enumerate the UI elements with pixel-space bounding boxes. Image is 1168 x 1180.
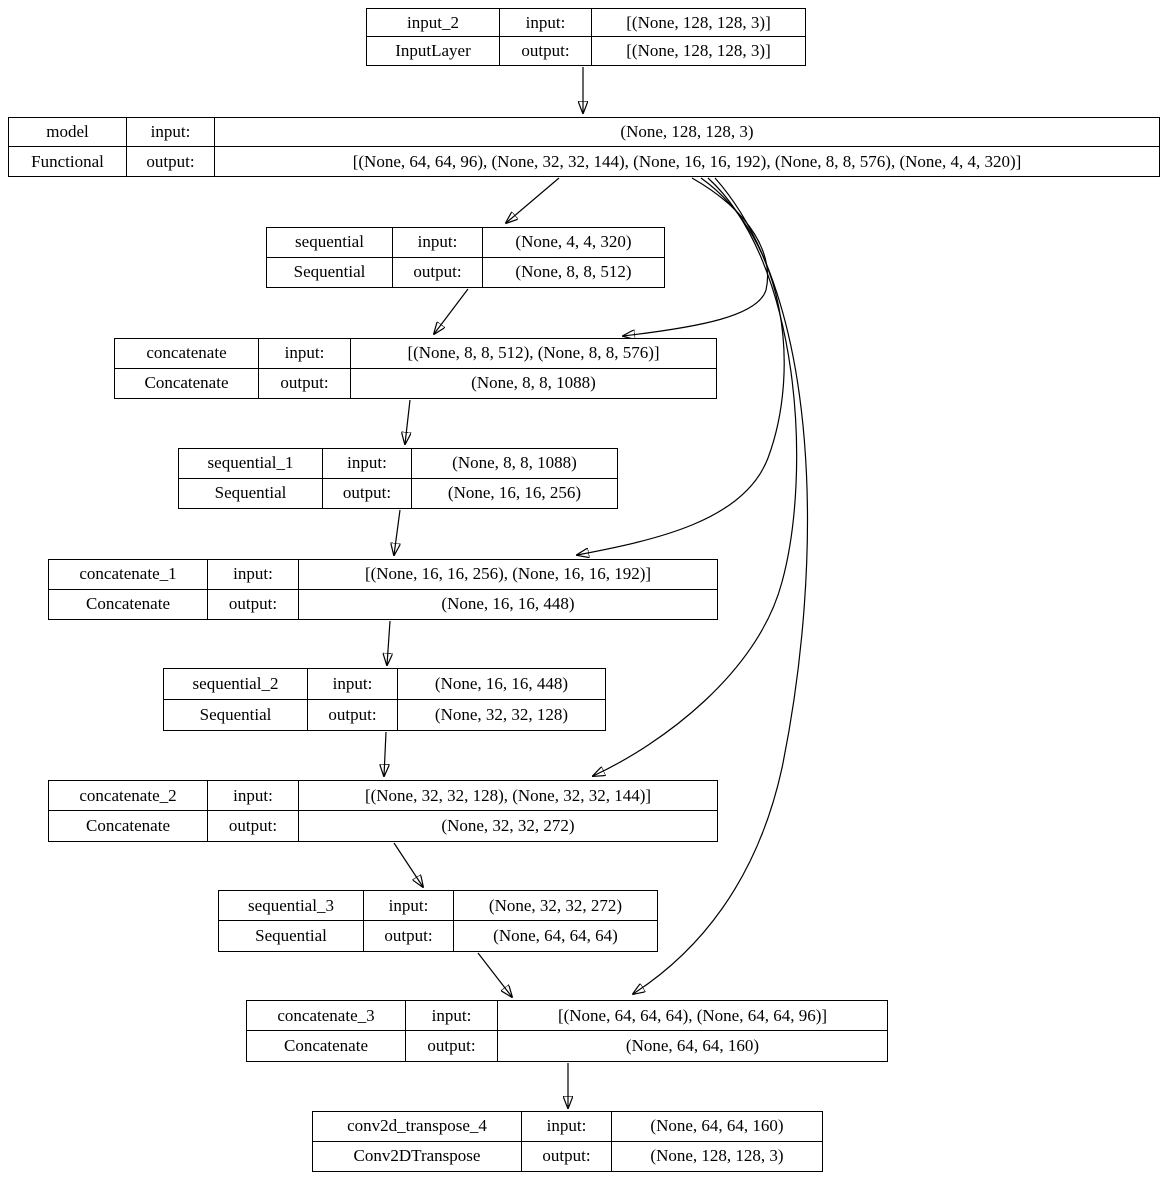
node-sequential: sequential input: (None, 4, 4, 320) Sequ… [266, 227, 665, 288]
node-input_2: input_2 input: [(None, 128, 128, 3)] Inp… [366, 8, 806, 66]
layer-name: concatenate_2 [49, 781, 208, 811]
input-shape: [(None, 64, 64, 64), (None, 64, 64, 96)] [498, 1001, 887, 1031]
input-shape: (None, 32, 32, 272) [454, 891, 657, 921]
output-shape: (None, 32, 32, 128) [434, 704, 569, 724]
layer-class: Sequential [164, 699, 308, 730]
node-conv2d_transpose_4: conv2d_transpose_4 input: (None, 64, 64,… [312, 1111, 823, 1172]
output-label: output: [406, 1031, 498, 1061]
output-shape: (None, 8, 8, 1088) [471, 373, 596, 393]
output-shape: [(None, 128, 128, 3)] [626, 41, 771, 60]
input-shape: [(None, 8, 8, 512), (None, 8, 8, 576)] [351, 339, 716, 369]
input-label: input: [500, 9, 592, 37]
output-label: output: [127, 147, 215, 176]
layer-name: sequential_1 [179, 449, 323, 479]
output-label: output: [308, 699, 398, 730]
output-shape: (None, 16, 16, 256) [447, 483, 582, 503]
input-label: input: [259, 339, 351, 369]
output-label: output: [323, 478, 412, 508]
node-model: model input: (None, 128, 128, 3) Functio… [8, 117, 1160, 177]
output-shape: (None, 64, 64, 160) [625, 1036, 760, 1055]
layer-name: conv2d_transpose_4 [313, 1112, 522, 1142]
output-label: output: [522, 1141, 612, 1171]
layer-class: Concatenate [49, 811, 208, 841]
input-shape: (None, 16, 16, 448) [398, 669, 605, 700]
input-label: input: [208, 781, 299, 811]
node-concatenate_3: concatenate_3 input: [(None, 64, 64, 64)… [246, 1000, 888, 1062]
input-shape: (None, 8, 8, 1088) [412, 449, 617, 479]
input-shape: (None, 4, 4, 320) [483, 228, 664, 258]
layer-class: Sequential [219, 921, 364, 951]
input-shape: [(None, 128, 128, 3)] [592, 9, 805, 37]
input-label: input: [323, 449, 412, 479]
layer-class: Concatenate [49, 589, 208, 619]
input-label: input: [393, 228, 483, 258]
layer-class: InputLayer [367, 37, 500, 65]
output-shape: (None, 64, 64, 64) [493, 926, 618, 945]
input-shape: [(None, 16, 16, 256), (None, 16, 16, 192… [299, 560, 717, 590]
layer-class: Concatenate [115, 368, 259, 398]
input-label: input: [522, 1112, 612, 1142]
edge-concatenate_1-sequential_2 [387, 620, 390, 665]
node-concatenate_1: concatenate_1 input: [(None, 16, 16, 256… [48, 559, 718, 620]
output-shape: (None, 8, 8, 512) [515, 262, 632, 282]
output-label: output: [259, 368, 351, 398]
layer-name: input_2 [367, 9, 500, 37]
node-sequential_1: sequential_1 input: (None, 8, 8, 1088) S… [178, 448, 618, 509]
layer-class: Concatenate [247, 1031, 406, 1061]
node-concatenate: concatenate input: [(None, 8, 8, 512), (… [114, 338, 717, 399]
output-label: output: [208, 589, 299, 619]
output-label: output: [500, 37, 592, 65]
input-shape: (None, 64, 64, 160) [612, 1112, 822, 1142]
edge-concatenate_2-sequential_3 [393, 842, 423, 887]
edge-sequential_3-concatenate_3 [477, 952, 512, 997]
layer-name: concatenate_3 [247, 1001, 406, 1031]
output-label: output: [364, 921, 454, 951]
output-shape: (None, 16, 16, 448) [441, 594, 575, 614]
output-label: output: [208, 811, 299, 841]
input-label: input: [364, 891, 454, 921]
input-label: input: [208, 560, 299, 590]
node-sequential_2: sequential_2 input: (None, 16, 16, 448) … [163, 668, 606, 731]
node-sequential_3: sequential_3 input: (None, 32, 32, 272) … [218, 890, 658, 952]
layer-name: concatenate_1 [49, 560, 208, 590]
layer-class: Conv2DTranspose [313, 1141, 522, 1171]
layer-class: Sequential [267, 257, 393, 287]
edge-sequential-concatenate [434, 288, 469, 334]
edge-sequential_1-concatenate_1 [394, 509, 401, 555]
edge-model-concatenate_2 [593, 177, 798, 776]
layer-class: Functional [9, 147, 127, 176]
output-shape: (None, 32, 32, 272) [441, 816, 575, 835]
layer-name: model [9, 118, 127, 147]
edge-sequential_2-concatenate_2 [384, 731, 386, 776]
input-label: input: [308, 669, 398, 700]
output-label: output: [393, 257, 483, 287]
edge-model-sequential [506, 177, 560, 223]
layer-class: Sequential [179, 478, 323, 508]
layer-name: concatenate [115, 339, 259, 369]
input-shape: (None, 128, 128, 3) [215, 118, 1159, 147]
output-shape: [(None, 64, 64, 96), (None, 32, 32, 144)… [352, 151, 1022, 171]
input-shape: [(None, 32, 32, 128), (None, 32, 32, 144… [299, 781, 717, 811]
layer-name: sequential [267, 228, 393, 258]
output-shape: (None, 128, 128, 3) [650, 1146, 784, 1166]
input-label: input: [127, 118, 215, 147]
edge-model-concatenate_3 [633, 177, 809, 994]
node-concatenate_2: concatenate_2 input: [(None, 32, 32, 128… [48, 780, 718, 842]
edge-concatenate-sequential_1 [405, 399, 410, 444]
input-label: input: [406, 1001, 498, 1031]
layer-name: sequential_3 [219, 891, 364, 921]
layer-name: sequential_2 [164, 669, 308, 700]
